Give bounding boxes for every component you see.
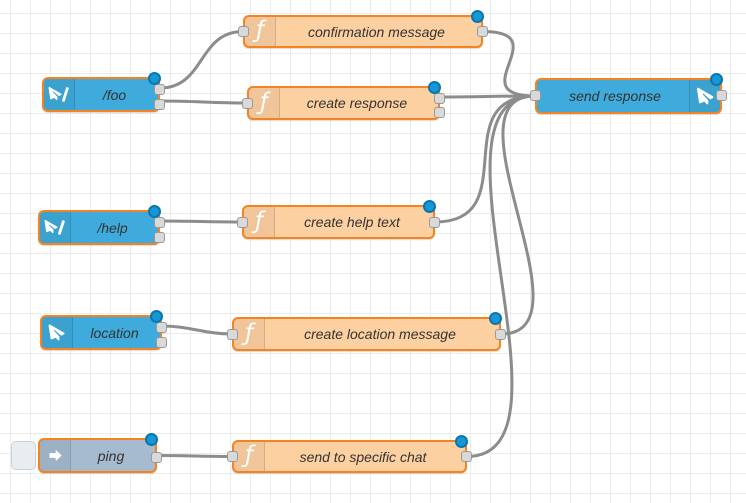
changed-indicator	[428, 81, 441, 94]
output-port[interactable]	[461, 451, 472, 462]
function-glyph: ƒ	[244, 319, 254, 346]
wire-ping-send-to-specific-chat[interactable]	[155, 454, 234, 458]
changed-indicator	[148, 205, 161, 218]
inject-arrow-icon	[40, 440, 71, 471]
function-glyph: ƒ	[244, 442, 254, 468]
node-ping[interactable]: ping	[38, 433, 162, 473]
changed-indicator	[489, 312, 502, 325]
function-glyph: ƒ	[254, 207, 264, 234]
node-label: create location message	[304, 326, 456, 342]
wire-help-create-help-text[interactable]	[158, 219, 244, 224]
node-label: send to specific chat	[299, 448, 427, 465]
output-port[interactable]	[151, 452, 162, 463]
input-port[interactable]	[530, 90, 541, 101]
node-create-location-message[interactable]: ƒ create location message	[227, 312, 506, 351]
output-port-2[interactable]	[156, 337, 167, 348]
wire-confirmation-send-response[interactable]	[481, 30, 537, 98]
function-icon: ƒ	[245, 17, 276, 46]
input-port[interactable]	[242, 98, 253, 109]
wire-send-to-specific-chat-send-response[interactable]	[465, 94, 537, 458]
wire-foo-create-response[interactable]	[158, 99, 249, 105]
node-label: /help	[97, 219, 128, 236]
function-icon: ƒ	[234, 319, 265, 349]
node-label: create response	[306, 95, 408, 111]
node-create-response[interactable]: ƒ create response	[242, 81, 445, 120]
wire-location-create-location-message[interactable]	[160, 324, 234, 336]
node-label: confirmation message	[308, 23, 445, 40]
telegram-command-icon	[40, 212, 71, 243]
output-port-1[interactable]	[154, 217, 165, 228]
output-port-1[interactable]	[434, 93, 445, 104]
input-port[interactable]	[227, 329, 238, 340]
node-location[interactable]: location	[40, 310, 167, 350]
node-send-to-specific-chat[interactable]: ƒ send to specific chat	[227, 435, 472, 473]
output-port-1[interactable]	[154, 84, 165, 95]
changed-indicator	[423, 200, 436, 213]
function-icon: ƒ	[234, 442, 265, 471]
changed-indicator	[148, 72, 161, 85]
output-port[interactable]	[716, 90, 727, 101]
input-port[interactable]	[227, 451, 238, 462]
wire-foo-confirmation[interactable]	[158, 30, 245, 90]
output-port[interactable]	[429, 217, 440, 228]
changed-indicator	[145, 433, 158, 446]
node-label: create help text	[304, 214, 400, 230]
node-foo[interactable]: /foo	[42, 72, 165, 112]
function-glyph: ƒ	[259, 88, 269, 115]
function-icon: ƒ	[244, 207, 275, 237]
node-label: ping	[97, 447, 125, 464]
input-port[interactable]	[238, 26, 249, 37]
node-help[interactable]: /help	[38, 205, 165, 245]
output-port-2[interactable]	[434, 107, 445, 118]
telegram-plane-icon	[42, 317, 73, 348]
node-confirmation-message[interactable]: ƒ confirmation message	[238, 10, 488, 48]
node-label: /foo	[102, 86, 127, 103]
changed-indicator	[455, 435, 468, 448]
output-port-2[interactable]	[154, 232, 165, 243]
node-send-response[interactable]: send response	[530, 73, 727, 114]
output-port[interactable]	[477, 26, 488, 37]
output-port-2[interactable]	[154, 99, 165, 110]
inject-button[interactable]	[11, 441, 36, 470]
node-label: send response	[569, 88, 661, 104]
output-port[interactable]	[495, 329, 506, 340]
telegram-command-icon	[44, 79, 75, 110]
wire-create-location-message-send-response[interactable]	[499, 94, 537, 336]
input-port[interactable]	[237, 217, 248, 228]
node-create-help-text[interactable]: ƒ create help text	[237, 200, 440, 239]
wire-create-help-text-send-response[interactable]	[433, 94, 537, 224]
changed-indicator	[150, 310, 163, 323]
function-glyph: ƒ	[255, 17, 265, 43]
function-icon: ƒ	[249, 88, 280, 118]
changed-indicator	[471, 10, 484, 23]
output-port-1[interactable]	[156, 322, 167, 333]
changed-indicator	[710, 73, 723, 86]
node-label: location	[90, 324, 139, 341]
